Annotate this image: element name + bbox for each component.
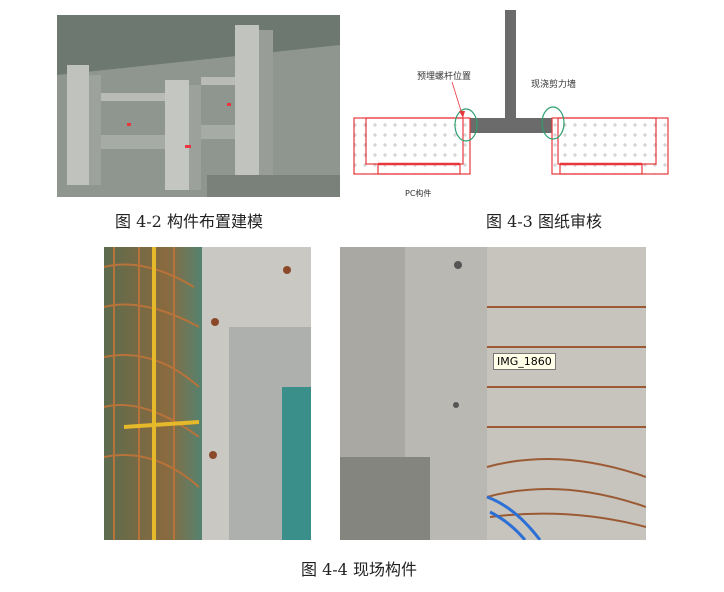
arrow-head bbox=[459, 111, 465, 118]
bolt-hole bbox=[209, 451, 217, 459]
marker bbox=[185, 145, 191, 148]
beam bbox=[201, 77, 235, 85]
image-filename-tooltip: IMG_1860 bbox=[493, 353, 556, 370]
pc-component-left bbox=[353, 117, 471, 175]
shadow bbox=[340, 457, 430, 540]
figure-4-2-caption: 图 4-2 构件布置建模 bbox=[115, 212, 263, 231]
beam bbox=[101, 93, 165, 101]
stacked-panels bbox=[487, 247, 646, 540]
figure-4-4-caption: 图 4-4 现场构件 bbox=[301, 560, 417, 579]
blue-conduits bbox=[486, 495, 542, 540]
rebar bbox=[104, 247, 200, 540]
site-photo-right bbox=[340, 247, 646, 540]
site-photo-left bbox=[104, 247, 311, 540]
foreground-wall bbox=[207, 175, 340, 197]
bolt-hole bbox=[211, 318, 219, 326]
bolt-hole bbox=[454, 261, 462, 269]
label-pc-component: PC构件 bbox=[405, 188, 431, 198]
wall-column bbox=[259, 30, 273, 175]
wall-column bbox=[235, 25, 259, 175]
bolt-hole bbox=[283, 266, 291, 274]
wall-vertical bbox=[505, 10, 516, 120]
highlight-circle-right bbox=[541, 106, 565, 140]
figure-4-3-caption: 图 4-3 图纸审核 bbox=[486, 212, 602, 231]
photo-content bbox=[104, 247, 311, 540]
highlight-circle-left bbox=[454, 108, 478, 142]
wall-horizontal bbox=[470, 118, 552, 133]
label-embedded-bolt: 预埋螺杆位置 bbox=[417, 70, 471, 82]
opening-background bbox=[282, 387, 311, 540]
model-render bbox=[57, 15, 340, 197]
pc-panel bbox=[101, 135, 165, 149]
component-layout-model-image bbox=[57, 15, 340, 197]
label-cast-in-place-wall: 现浇剪力墙 bbox=[531, 78, 576, 90]
pc-panel bbox=[201, 125, 235, 139]
marker bbox=[227, 103, 231, 106]
photo-content bbox=[340, 247, 646, 540]
bolt-hole bbox=[453, 402, 459, 408]
wall-column bbox=[165, 80, 189, 190]
yellow-pipes bbox=[123, 247, 200, 540]
wall-column bbox=[89, 75, 101, 185]
drawing-review-diagram: 预埋螺杆位置 现浇剪力墙 PC构件 bbox=[353, 10, 669, 198]
wall-column bbox=[67, 65, 89, 185]
wall-column bbox=[189, 85, 201, 190]
pc-component-right bbox=[551, 117, 669, 175]
marker bbox=[127, 123, 131, 126]
rebar bbox=[486, 306, 646, 528]
